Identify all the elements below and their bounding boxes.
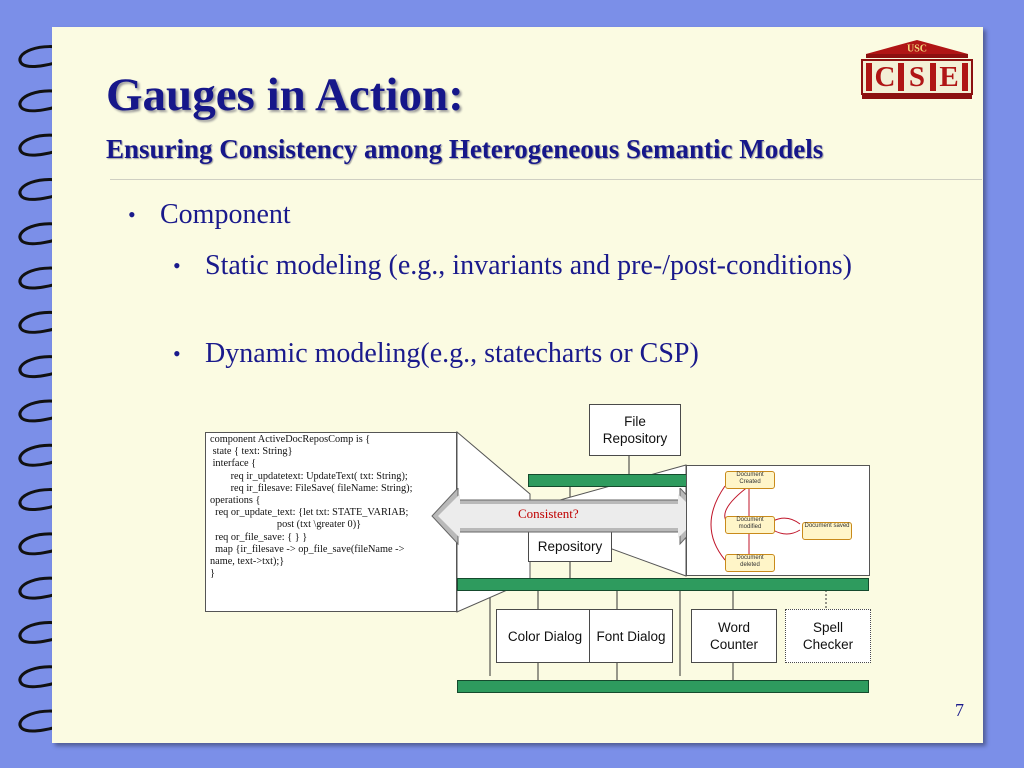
bullet-dynamic-modeling: • Dynamic modeling(e.g., statecharts or …	[173, 335, 699, 373]
title-divider	[110, 179, 982, 180]
statechart-panel: Document Created Document modified Docum…	[686, 465, 870, 576]
connector-bus-middle	[457, 578, 869, 591]
page-number: 7	[955, 700, 964, 720]
logo-letter-c: C	[874, 61, 896, 93]
connector-bus-bottom	[457, 680, 869, 693]
slide-title: Gauges in Action:	[106, 69, 464, 121]
logo-letter-e: E	[939, 61, 959, 93]
state-document-saved: Document saved	[802, 522, 852, 540]
consistency-arrow	[431, 488, 707, 546]
bullet-static-modeling: • Static modeling (e.g., invariants and …	[173, 247, 873, 285]
bullet-text: Component	[160, 199, 291, 230]
bullet-component: • Component	[128, 196, 291, 234]
consistency-label: Consistent?	[518, 506, 579, 521]
word-counter-component: Word Counter	[691, 609, 777, 663]
logo-letter-s: S	[908, 61, 926, 93]
bullet-marker: •	[128, 202, 136, 227]
font-dialog-component: Font Dialog	[589, 609, 673, 663]
statechart-transitions	[710, 485, 801, 561]
bullet-text: Static modeling (e.g., invariants and pr…	[205, 250, 852, 281]
cse-logo: USC	[861, 40, 973, 99]
state-document-created: Document Created	[725, 471, 775, 489]
state-document-modified: Document modified	[725, 516, 775, 534]
state-document-deleted: Document deleted	[725, 554, 775, 572]
component-spec-code: component ActiveDocReposComp is { state …	[205, 432, 457, 612]
bullet-marker: •	[173, 253, 181, 278]
svg-text:USC: USC	[907, 44, 927, 55]
connector-bus-top	[528, 474, 690, 487]
color-dialog-component: Color Dialog	[496, 609, 594, 663]
slide-subtitle: Ensuring Consistency among Heterogeneous…	[106, 134, 824, 164]
file-repository-component: File Repository	[589, 404, 681, 456]
bullet-text: Dynamic modeling(e.g., statecharts or CS…	[205, 338, 699, 369]
bullet-marker: •	[173, 341, 181, 366]
spell-checker-component: Spell Checker	[785, 609, 871, 663]
